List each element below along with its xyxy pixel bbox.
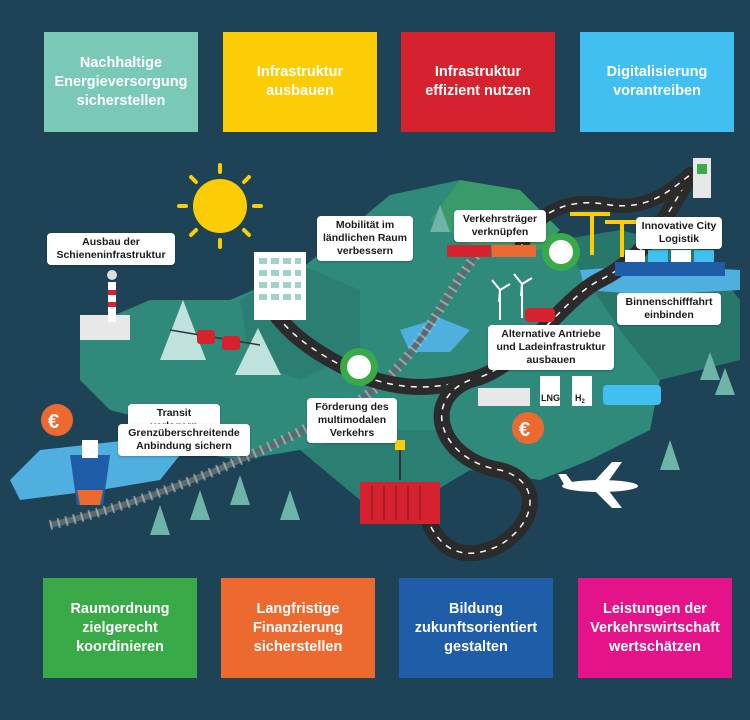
callout-multimodal: Förderung des multimodalen Verkehrs [307,398,397,443]
euro-coin-right: € [512,412,544,444]
tile-energieversorgung: Nachhaltige Energieversorgung sicherstel… [44,32,198,132]
port-cranes [570,212,640,257]
sun [177,163,263,249]
callout-schieneninfrastruktur: Ausbau der Schieneninfrastruktur [47,233,175,265]
lng-label: LNG [541,393,560,403]
hub-marker-multimodal [340,348,378,386]
tile-infrastruktur-effizient: Infrastruktur effizient nutzen [401,32,555,132]
electric-car [525,308,555,322]
tile-digitalisierung: Digitalisierung vorantreiben [580,32,734,132]
lng-station: LNG [540,376,560,406]
tile-verkehrswirtschaft: Leistungen der Verkehrswirtschaft wertsc… [578,578,732,678]
road-south-marking [429,379,531,555]
cargo-ship [70,440,110,505]
tile-bildung: Bildung zukunftsorientiert gestalten [399,578,553,678]
cable-cars [169,329,261,350]
callout-binnenschifffahrt: Binnenschifffahrt einbinden [617,293,721,325]
hub-marker-verkehrstraeger [542,233,580,271]
bus [603,385,661,405]
container-ship [615,250,725,276]
apartment-building [254,252,306,320]
tile-infrastruktur-ausbauen: Infrastruktur ausbauen [223,32,377,132]
mountains [160,300,281,375]
airplane [558,462,638,508]
callout-alternative-antriebe: Alternative Antriebe und Ladeinfrastrukt… [488,325,614,370]
charging-station [693,158,711,198]
power-plant [80,270,130,340]
euro-coin-left: € [41,404,73,436]
callout-grenzueberschreitend: Grenzüberschreitende Anbindung sichern [118,424,250,456]
tile-finanzierung: Langfristige Finanzierung sicherstellen [221,578,375,678]
wind-turbines [491,273,533,320]
trees [150,205,735,535]
train [447,245,536,257]
h2-label: H2 [575,393,586,405]
shipping-container [360,440,440,524]
h2-station: H2 [572,376,592,406]
svg-text:€: € [48,411,59,433]
truck [478,388,530,406]
callout-city-logistik: Innovative City Logistik [636,217,722,249]
tile-raumordnung: Raumordnung zielgerecht koordinieren [43,578,197,678]
callout-laendlicher-raum: Mobilität im ländlichen Raum verbessern [317,216,413,261]
svg-text:€: € [519,419,530,441]
callout-verkehrstraeger: Verkehrsträger verknüpfen [454,210,546,242]
